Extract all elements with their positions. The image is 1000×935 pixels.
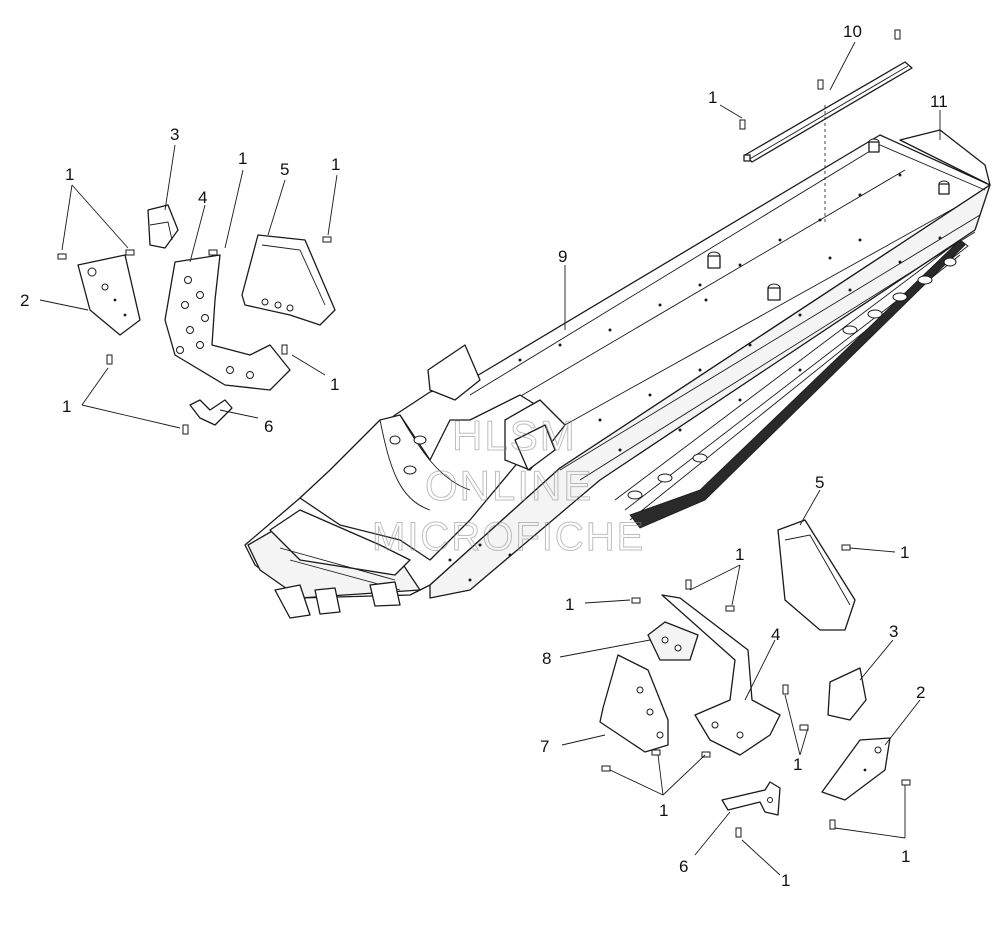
bracket-part-5-right[interactable] <box>777 519 856 631</box>
guard-part-7[interactable] <box>599 654 669 753</box>
chassis-frame[interactable] <box>244 129 991 619</box>
callout-3: 3 <box>889 622 898 641</box>
callout-5: 5 <box>280 160 289 179</box>
callout-1: 1 <box>659 801 668 820</box>
bracket-part-8[interactable] <box>647 621 699 661</box>
chassis-rivets <box>448 173 942 582</box>
bracket-plate-part-2-right[interactable] <box>821 737 891 801</box>
callout-1: 1 <box>735 545 744 564</box>
callout-4: 4 <box>198 188 207 207</box>
callout-1: 1 <box>331 155 340 174</box>
bracket-part-3-left[interactable] <box>147 204 179 249</box>
watermark-line-3: MICROFICHE <box>372 515 645 559</box>
callout-10: 10 <box>843 22 862 41</box>
bracket-part-5-left[interactable] <box>241 234 336 326</box>
callout-1: 1 <box>708 88 717 107</box>
callout-8: 8 <box>542 649 551 668</box>
callout-1: 1 <box>793 755 802 774</box>
rail-strip-part-10[interactable] <box>743 61 913 163</box>
callout-2: 2 <box>916 683 925 702</box>
callout-11: 11 <box>930 92 948 111</box>
rivets-part-1 <box>57 29 911 838</box>
callout-3: 3 <box>170 125 179 144</box>
callout-1: 1 <box>62 397 71 416</box>
callout-1: 1 <box>330 375 339 394</box>
callout-1: 1 <box>565 595 574 614</box>
callout-1: 1 <box>781 871 790 890</box>
callout-1: 1 <box>238 149 247 168</box>
callout-7: 7 <box>540 737 549 756</box>
side-rail-holes <box>389 257 957 500</box>
callout-4: 4 <box>771 625 780 644</box>
bracket-part-3-right[interactable] <box>827 667 867 721</box>
leader-lines <box>39 41 941 876</box>
bracket-plate-part-2-left[interactable] <box>77 254 141 336</box>
callout-5: 5 <box>815 473 824 492</box>
callout-9: 9 <box>558 247 567 266</box>
watermark: HLSM ONLINE MICROFICHE <box>372 412 645 560</box>
callout-1: 1 <box>901 847 910 866</box>
callout-1: 1 <box>65 165 74 184</box>
callout-2: 2 <box>20 291 29 310</box>
callout-6: 6 <box>264 417 273 436</box>
clip-part-6-left[interactable] <box>189 399 233 426</box>
footrest-part-4-left[interactable] <box>164 254 291 391</box>
callout-1: 1 <box>900 543 909 562</box>
callout-6: 6 <box>679 857 688 876</box>
watermark-line-2: ONLINE <box>425 462 593 509</box>
watermark-line-1: HLSM <box>452 412 577 459</box>
clip-part-6-right[interactable] <box>721 781 781 816</box>
footrest-part-4-right[interactable] <box>661 594 781 756</box>
